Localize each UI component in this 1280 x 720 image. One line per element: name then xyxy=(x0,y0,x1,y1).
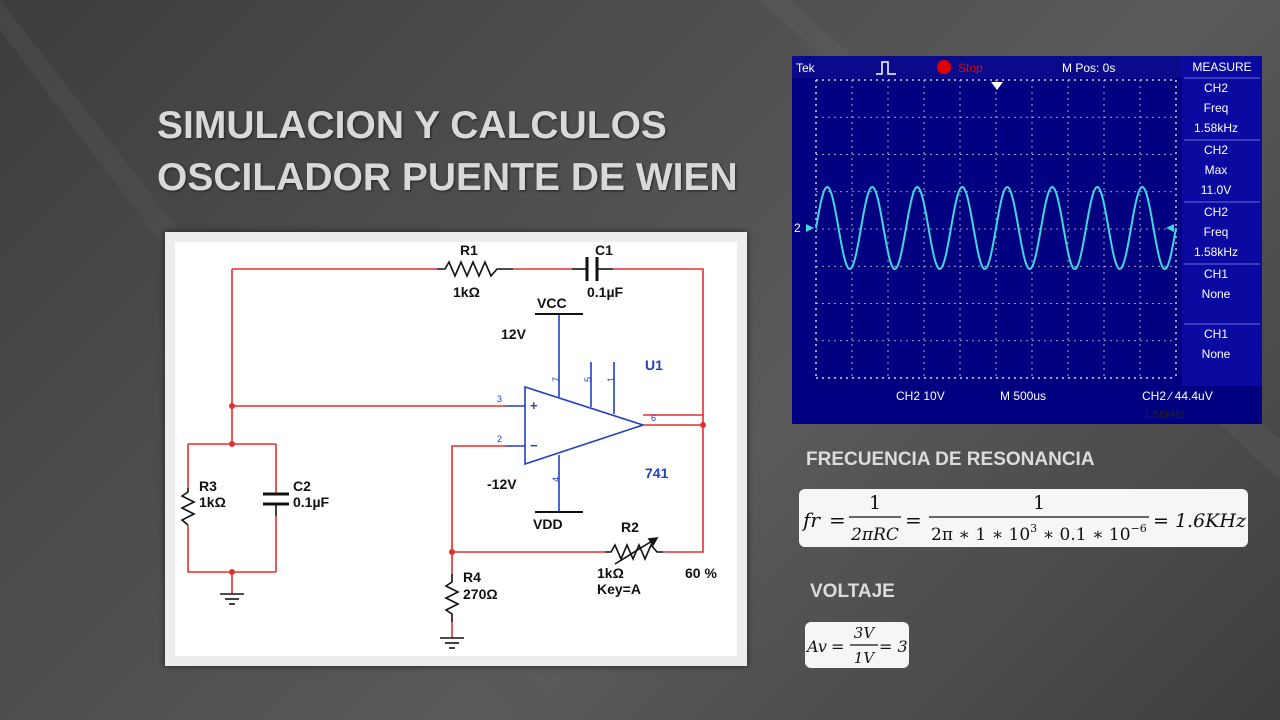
trigger-level-arrow-icon xyxy=(1166,224,1174,232)
fr-frac2-den-exp2: −6 xyxy=(1131,522,1147,535)
measure-4-ch: CH1 xyxy=(1204,267,1228,281)
pin-2: 2 xyxy=(497,434,502,444)
resonance-formula-reflection xyxy=(799,547,1248,567)
fr-lhs: fr xyxy=(801,508,821,532)
r2-name: R2 xyxy=(621,519,639,535)
resonance-section-label: FRECUENCIA DE RESONANCIA xyxy=(806,449,1095,470)
fr-frac1-den: 2πRC xyxy=(850,525,899,545)
junction-dots xyxy=(229,403,706,575)
footer-time: M 500us xyxy=(1000,389,1046,403)
c2-name: C2 xyxy=(293,478,311,494)
measure-1-value: 1.58kHz xyxy=(1194,121,1238,135)
av-result: = 3 xyxy=(879,637,908,656)
r1-value: 1kΩ xyxy=(453,284,480,300)
scope-status: Stop xyxy=(958,61,983,75)
pin-6: 6 xyxy=(651,413,656,423)
svg-text:2π ∗ 1 ∗ 103 ∗ 0.1 ∗ 10−6: 2π ∗ 1 ∗ 103 ∗ 0.1 ∗ 10−6 xyxy=(931,522,1147,545)
circuit-parts xyxy=(180,257,703,622)
measure-header: MEASURE xyxy=(1192,60,1251,74)
footer-freq: 1.58kHz xyxy=(1144,409,1184,421)
c1-name: C1 xyxy=(595,242,613,258)
title-line-1: SIMULACION Y CALCULOS xyxy=(157,104,667,147)
circuit-wires xyxy=(187,268,704,638)
r2-percent: 60 % xyxy=(685,565,717,581)
resonance-formula: fr = 1 2πRC = 1 2π ∗ 1 ∗ 103 ∗ 0.1 ∗ 10−… xyxy=(799,489,1248,547)
footer-scale: CH2 10V xyxy=(896,389,945,403)
fr-frac1-num: 1 xyxy=(869,492,881,514)
r3-value: 1kΩ xyxy=(199,494,226,510)
channel-marker: 2 xyxy=(794,221,801,235)
vdd-value: -12V xyxy=(487,476,517,492)
fr-eq-2: = xyxy=(905,508,922,532)
r3-name: R3 xyxy=(199,478,217,494)
measure-3-ch: CH2 xyxy=(1204,205,1228,219)
measure-5-ch: CH1 xyxy=(1204,327,1228,341)
fr-frac2-num: 1 xyxy=(1033,492,1045,514)
measure-4-type: None xyxy=(1202,287,1231,301)
av-lhs: Av xyxy=(805,637,827,656)
r2-value: 1kΩ xyxy=(597,565,624,581)
opamp-name: U1 xyxy=(645,357,663,373)
fr-frac2-den-base: 2π ∗ 1 ∗ 10 xyxy=(931,525,1030,545)
measure-1-type: Freq xyxy=(1204,101,1229,115)
r2-key: Key=A xyxy=(597,581,641,597)
opamp-minus: − xyxy=(530,438,538,453)
vcc-name: VCC xyxy=(537,295,567,311)
pin-7: 7 xyxy=(551,377,561,382)
trigger-position-icon xyxy=(991,82,1003,90)
c2-value: 0.1µF xyxy=(293,494,330,510)
title-line-2: OSCILADOR PUENTE DE WIEN xyxy=(157,156,738,199)
page-title: SIMULACION Y CALCULOS OSCILADOR PUENTE D… xyxy=(157,100,738,204)
r1-name: R1 xyxy=(460,242,478,258)
scope-brand: Tek xyxy=(796,61,816,75)
c1-value: 0.1µF xyxy=(587,284,624,300)
fr-eq-1: = xyxy=(829,508,846,532)
av-num: 3V xyxy=(854,624,877,642)
measure-1-ch: CH2 xyxy=(1204,81,1228,95)
fr-frac2-den-exp1: 3 xyxy=(1030,522,1037,535)
opamp-model: 741 xyxy=(645,465,669,481)
pin-5: 5 xyxy=(583,377,593,382)
av-eq: = xyxy=(831,637,844,656)
measure-2-ch: CH2 xyxy=(1204,143,1228,157)
measure-3-value: 1.58kHz xyxy=(1194,245,1238,259)
pin-1: 1 xyxy=(606,377,616,382)
measure-5-type: None xyxy=(1202,347,1231,361)
circuit-schematic: R1 1kΩ C1 0.1µF VCC 12V -12V VDD R3 1kΩ … xyxy=(175,242,737,656)
r4-name: R4 xyxy=(463,569,481,585)
av-den: 1V xyxy=(854,649,877,667)
measure-2-type: Max xyxy=(1205,163,1228,177)
r4-value: 270Ω xyxy=(463,586,498,602)
measure-2-value: 11.0V xyxy=(1201,183,1231,197)
pin-3: 3 xyxy=(497,394,502,404)
voltage-section-label: VOLTAJE xyxy=(810,581,895,602)
footer-trigger: CH2 ∕ 44.4uV xyxy=(1142,389,1213,403)
fr-frac2-den-mid: ∗ 0.1 ∗ 10 xyxy=(1037,525,1130,545)
fr-result: = 1.6KHz xyxy=(1153,510,1247,532)
circuit-schematic-frame: R1 1kΩ C1 0.1µF VCC 12V -12V VDD R3 1kΩ … xyxy=(165,232,747,666)
pin-4: 4 xyxy=(551,477,561,482)
stop-indicator-icon xyxy=(937,60,951,74)
measure-3-type: Freq xyxy=(1204,225,1229,239)
voltage-formula: Av = 3V 1V = 3 xyxy=(805,622,909,668)
channel-marker-arrow-icon xyxy=(806,224,814,232)
scope-waveform-trace xyxy=(815,185,1177,271)
trigger-pulse-icon xyxy=(876,61,896,75)
opamp-plus: + xyxy=(530,398,538,413)
ground-symbols xyxy=(220,593,464,649)
vdd-name: VDD xyxy=(533,516,563,532)
scope-mpos: M Pos: 0s xyxy=(1062,61,1115,75)
oscilloscope-screen: Tek Stop M Pos: 0s 2 MEASURE CH2 Freq 1.… xyxy=(792,56,1262,424)
vcc-value: 12V xyxy=(501,326,527,342)
